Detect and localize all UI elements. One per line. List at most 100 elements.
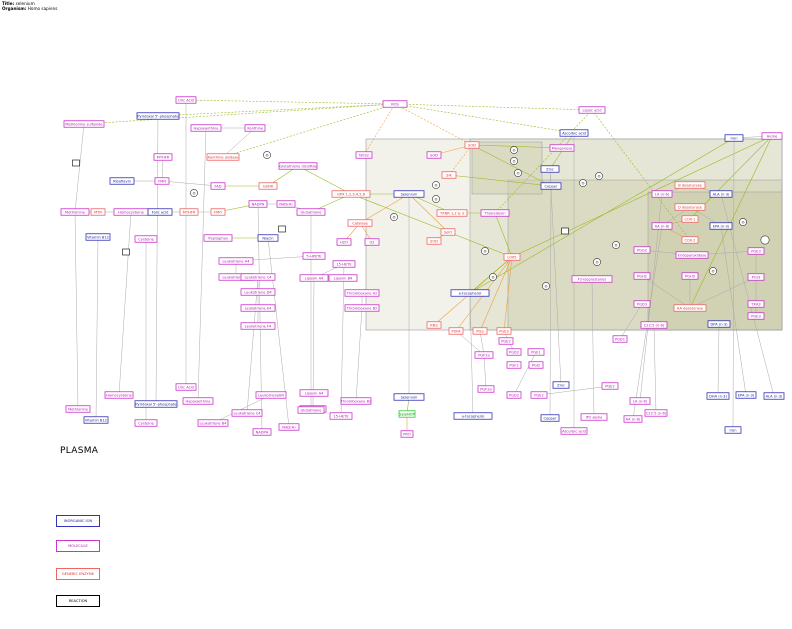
node-dha_n3a[interactable]: DHA (n-3) [706,392,730,400]
node-sod_r[interactable]: SOD [426,237,442,245]
node-manganese[interactable]: Manganese [549,144,575,152]
node-pro[interactable]: PRO [400,430,414,438]
node-thioredoxin[interactable]: Thioredoxin [480,209,510,217]
node-aa_n6b[interactable]: AA (n-6) [623,415,643,423]
node-cysteine2[interactable]: Cysteine [134,419,158,427]
node-epa_n3b[interactable]: EPA (n-3) [735,391,757,399]
node-selenium1[interactable]: Selenium [393,190,425,198]
node-folic[interactable]: Folic acid [147,208,173,216]
node-iron[interactable]: Iron [724,134,744,142]
node-fad[interactable]: FAD [210,182,226,190]
node-uric1[interactable]: Uric Acid [175,96,197,104]
node-glutathione2[interactable]: Glutathione [297,406,325,414]
node-iron2[interactable]: Iron [724,426,742,434]
node-lte4[interactable]: Leukotriene E4 [240,304,276,312]
node-methion_sulf[interactable]: Methionine sulfoxide [63,120,105,128]
reaction-circle-10[interactable]: O [489,273,497,281]
node-glut_disulf[interactable]: Glutathione disulfide [278,162,317,170]
node-hypox1[interactable]: Hypoxanthine [190,124,222,132]
node-thromb_a2[interactable]: Thromboxane A2 [344,289,380,297]
node-riboflavin[interactable]: Riboflavin [109,177,135,185]
node-sod3[interactable]: SOD [426,151,442,159]
node-fmo[interactable]: FMO [210,208,226,216]
node-f2iso[interactable]: F2-isoprostanes [571,275,613,283]
node-homocys2[interactable]: Homocysteine [104,391,134,399]
node-alpha_toc[interactable]: a-tocopherol [450,289,490,297]
node-nos2[interactable]: NOS2 [355,151,373,159]
node-pges[interactable]: PGES [496,327,512,335]
node-pge1[interactable]: PGE1 [527,348,545,356]
node-ltf4[interactable]: Leukotriene F4 [240,322,276,330]
node-ros[interactable]: ROS [382,100,408,108]
open-reaction-circle[interactable] [760,235,770,245]
node-pyr5p_2[interactable]: Pyridoxal 5'-phosphate [134,400,178,408]
node-glutathione[interactable]: Glutathione [296,208,326,216]
reaction-circle-7[interactable]: O [579,179,587,187]
node-methionine2[interactable]: Methionine [65,405,91,413]
node-nadh2[interactable]: NAD(H) [278,423,300,431]
node-f2iso2[interactable]: IP2 alpha [580,413,608,421]
node-methionine[interactable]: Methionine [60,208,90,216]
node-la_n6b[interactable]: LA (n-6) [629,397,651,405]
node-mthfr_mol[interactable]: MTHFR [153,153,173,161]
reaction-circle-5[interactable]: O [390,213,398,221]
reaction-circle-12[interactable]: O [612,241,620,249]
node-epa_n3[interactable]: EPA (n-3) [709,222,733,230]
node-ascorbic2[interactable]: Ascorbic acid [560,427,588,435]
node-ltc4b[interactable]: Leukotriene C4 [231,409,263,417]
node-thromb_b2b[interactable]: Thromboxane B2 [340,397,372,405]
node-hete15b[interactable]: 15-HETE [329,412,353,420]
node-pgf2[interactable]: PGF2 [506,361,522,369]
node-txnrd[interactable]: TXNR 1,2 & 3 [436,209,468,217]
node-xanth[interactable]: Xanthine [244,124,266,132]
node-c22_5b[interactable]: C22:5 (n-6) [644,409,668,417]
reaction-circle-13[interactable]: O [593,258,601,266]
node-thromb_b2[interactable]: Thromboxane B2 [344,304,380,312]
reaction-circle-4[interactable]: O [432,181,440,189]
reaction-box-1[interactable] [122,248,130,256]
node-pge2c[interactable]: PGE2 [530,391,548,399]
node-cox1[interactable]: COX-1 [681,215,699,223]
node-leukotrieneb4b[interactable]: LeukotrieneB4 [255,391,287,399]
node-cox2[interactable]: COX-2 [681,236,699,244]
node-uric2[interactable]: Uric Acid [175,383,197,391]
node-lipoxin_a4b[interactable]: Lipoxin A4 [299,389,329,397]
node-aa_n6[interactable]: AA (n-6) [651,222,673,230]
node-vitb12_1[interactable]: Vitamin B12 [85,233,111,241]
node-pge2b[interactable]: PGE2 [601,382,619,390]
node-lipoxin_b4[interactable]: Lipoxin B4 [328,274,358,282]
reaction-circle-9[interactable]: O [481,247,489,255]
node-lipoxin_a4[interactable]: Lipoxin A4 [299,274,329,282]
node-pyr5p[interactable]: Pyridoxal 5'-phosphate [136,112,180,120]
node-cysteine1[interactable]: Cysteine [134,235,158,243]
node-pgf2a_b[interactable]: PGF2a [477,385,495,393]
node-xox[interactable]: Xanthine oxidase [206,153,240,161]
node-pgh3[interactable]: PGH3 [681,272,699,280]
node-gshr[interactable]: GSHR [258,182,278,190]
reaction-circle-2[interactable]: O [510,157,518,165]
node-copper2[interactable]: Copper [540,414,560,422]
node-pgd2[interactable]: PGD2 [506,348,522,356]
node-niacin[interactable]: Niacin [257,234,279,242]
node-pgf2a[interactable]: PGF2a [474,351,494,359]
reaction-circle-3[interactable]: O [514,169,522,177]
reaction-circle-16[interactable]: O [190,189,198,197]
node-d_desat[interactable]: D desaturase [674,203,706,211]
node-hete15[interactable]: 15-HETE [332,260,356,268]
node-pufa[interactable]: PUFA [448,327,464,335]
reaction-circle-0[interactable]: O [263,151,271,159]
node-mthfr_enz[interactable]: MTHFR [179,208,199,216]
node-pgg2[interactable]: PGG2 [633,246,651,254]
node-hypox2[interactable]: Hypoxanthine [182,397,214,405]
reaction-circle-1[interactable]: O [510,146,518,154]
node-zinc2[interactable]: Zinc [552,381,570,389]
node-pgi3[interactable]: PGI3 [747,273,765,281]
node-selenop[interactable]: SeleNOP [398,410,416,418]
node-selo[interactable]: SelO [440,228,456,236]
node-copper1[interactable]: Copper [540,182,562,190]
node-selenium2[interactable]: Selenium [393,393,425,401]
node-heme[interactable]: Heme [761,132,783,140]
node-alpha_toc2[interactable]: a-tocopherol [453,412,493,420]
node-pgh2[interactable]: PGH2 [633,272,651,280]
node-lipoic[interactable]: Lipoic acid [578,106,606,114]
